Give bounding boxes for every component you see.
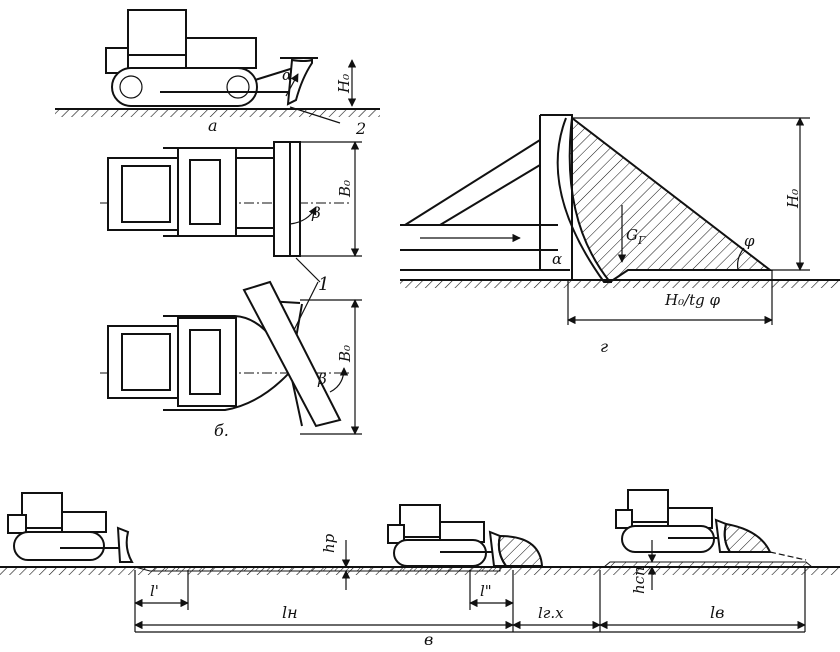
view-v-work-cycle: hр hсп l' l" lн lг.х lв в [0,489,840,649]
l-prime-label: l' [150,582,159,600]
h0-label-g: H₀ [784,189,802,209]
g-gravity-label: GГ [626,226,646,247]
hcp-label: hсп [630,566,648,594]
beta-label-top: β [311,204,321,222]
b0-label-top: B₀ [336,180,354,198]
b0-label-bottom: B₀ [336,345,354,363]
view-b-top-straight: B₀ β [100,141,362,283]
hp-label: hр [320,533,338,553]
alpha-label-g: α [552,250,562,268]
g-label: G [626,226,638,244]
view-a-label: а [208,116,218,135]
part-2-label: 2 [355,119,366,138]
view-g-label: г [600,337,608,356]
view-a-side: α H₀ а 2 [55,9,380,138]
l-double-prime-label: l" [480,582,492,600]
view-v-label: в [424,630,433,647]
l-gx-label: lг.х [538,604,564,622]
view-b-top-angled: B₀ β б. [100,280,362,440]
g-sub-label: Г [637,234,646,247]
l-v-label: lв [710,603,724,622]
h0-tg-phi-label: H₀/tg φ [664,291,721,309]
part-1-label: 1 [318,274,329,295]
h0-label-a: H₀ [335,74,353,94]
alpha-label-a: α [282,66,292,84]
beta-label-bottom: β [317,370,327,388]
l-n-label: lн [282,603,298,622]
view-b-label: б. [214,421,229,440]
phi-label: φ [744,232,755,250]
view-g-blade-section: GГ α φ H₀ H₀/tg φ г [400,114,840,356]
